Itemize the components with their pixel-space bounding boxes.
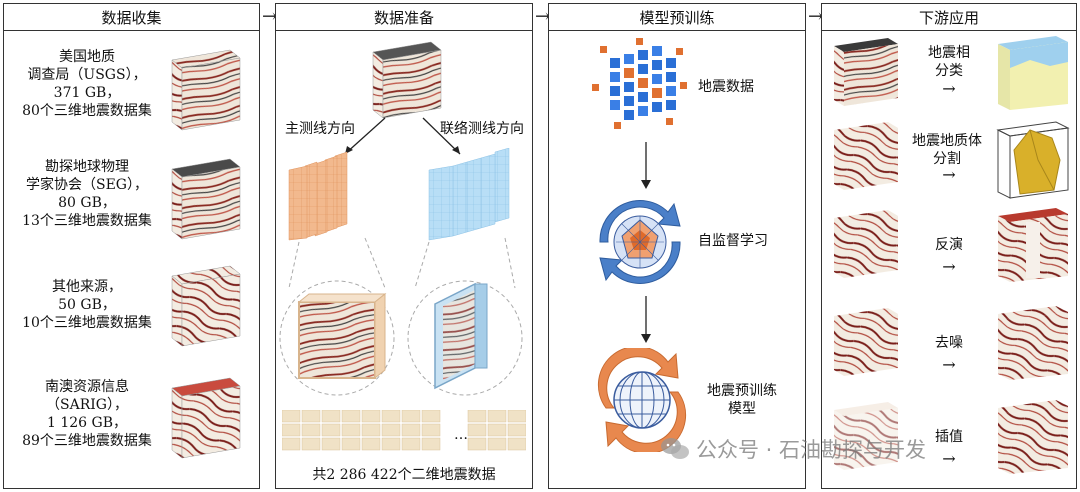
interp-input-cube — [834, 402, 898, 470]
task-arrow: → — [942, 355, 956, 374]
flow-arrow: → — [535, 6, 551, 27]
panel-title: 下游应用 — [822, 4, 1076, 31]
slice-thumbnail-grid — [282, 410, 526, 451]
pretrained-model-globe-icon — [597, 348, 687, 452]
task-facies-classification: 地震相分类 — [928, 45, 970, 79]
wechat-icon — [661, 438, 689, 459]
seismic-cube-other — [171, 265, 241, 347]
inversion-input-cube — [834, 210, 898, 278]
source-sarig: 南澳资源信息（SARIG）， 1 126 GB，89个三维地震数据集 — [22, 379, 152, 449]
task-interpolation: 插值 — [935, 429, 963, 445]
self-supervised-cycle-icon — [599, 200, 681, 284]
task-geobody-segmentation: 地震地质体分割 — [912, 133, 982, 167]
seismic-cube-sarig — [171, 377, 241, 459]
voxel-cube-icon — [592, 38, 687, 129]
inversion-output-cube — [998, 208, 1068, 282]
crossline-direction-label: 联络测线方向 — [440, 121, 524, 137]
flow-arrow: → — [808, 6, 824, 27]
watermark-text: 公众号 · 石油勘探与开发 — [696, 438, 927, 462]
step-self-supervised-learning: 自监督学习 — [698, 233, 768, 249]
geobody-input-cube — [834, 122, 898, 190]
down-arrow — [641, 142, 651, 189]
inline-slices — [288, 151, 348, 241]
panel-title: 模型预训练 — [549, 4, 805, 31]
step-seismic-data: 地震数据 — [698, 79, 754, 95]
denoise-input-cube — [834, 308, 898, 376]
inline-direction-label: 主测线方向 — [285, 121, 355, 137]
geobody-output-cube — [996, 121, 1070, 199]
task-inversion: 反演 — [935, 237, 963, 253]
thumbnail-ellipsis: … — [454, 427, 468, 443]
watermark: 公众号 · 石油勘探与开发 — [660, 434, 926, 464]
flow-arrow: → — [262, 6, 278, 27]
panel-title: 数据准备 — [276, 4, 532, 31]
task-arrow: → — [942, 449, 956, 468]
down-arrow — [641, 296, 651, 343]
step-pretrained-model: 地震预训练模型 — [707, 383, 777, 417]
zoom-callouts — [279, 237, 523, 396]
interp-output-cube — [998, 400, 1068, 474]
slice-count-caption: 共2 286 422个二维地震数据 — [312, 467, 496, 483]
task-arrow: → — [942, 257, 956, 276]
task-arrow: → — [942, 165, 956, 184]
seismic-cube-input — [372, 41, 442, 119]
task-denoising: 去噪 — [935, 335, 963, 351]
denoise-output-cube — [998, 306, 1068, 380]
seismic-cube-usgs — [171, 49, 241, 131]
seismic-cube-seg — [171, 158, 241, 240]
crossline-slices — [428, 148, 510, 241]
task-arrow: → — [942, 79, 956, 98]
source-other: 其他来源，50 GB， 10个三维地震数据集 — [22, 279, 152, 331]
facies-output-cube — [998, 36, 1068, 110]
panel-title: 数据收集 — [4, 4, 259, 31]
facies-input-cube — [834, 38, 898, 106]
source-seg: 勘探地球物理学家协会（SEG）， 80 GB，13个三维地震数据集 — [22, 159, 152, 229]
source-usgs: 美国地质调查局（USGS）， 371 GB，80个三维地震数据集 — [22, 49, 152, 119]
